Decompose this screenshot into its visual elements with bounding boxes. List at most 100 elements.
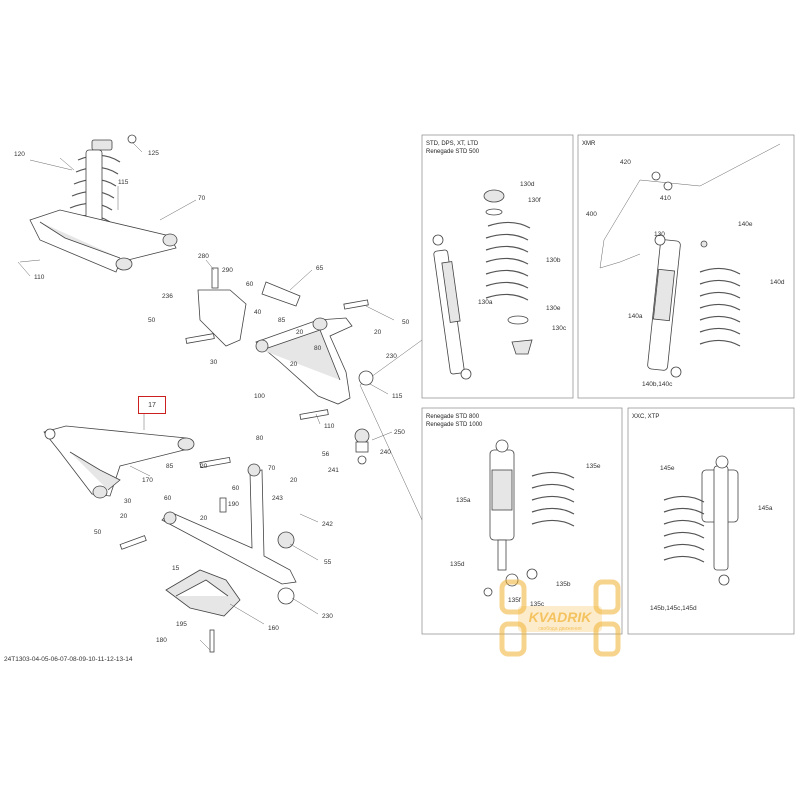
box-title-xxc: XXC, XTP — [632, 414, 659, 420]
part-label: 50 — [402, 319, 410, 326]
part-label: 50 — [94, 529, 102, 536]
part-label: 60 — [164, 495, 172, 502]
part-label: 70 — [198, 195, 206, 202]
part-label: 130 — [654, 231, 665, 238]
part-label: 135e — [586, 463, 601, 470]
part-label: 145a — [758, 505, 773, 512]
part-label: 130f — [528, 197, 541, 204]
part-label: 65 — [316, 265, 324, 272]
part-label: 230 — [322, 613, 333, 620]
part-label: 20 — [374, 329, 382, 336]
xmr-part-labels: 420 410 400 140e 130 140d 140a 140b,140c — [586, 159, 785, 388]
std-shock-parts — [432, 189, 533, 380]
part-label: 40 — [254, 309, 262, 316]
diagram-reference-code: 24T1303-04-05-06-07-08-09-10-11-12-13-14 — [4, 656, 133, 663]
part-label: 145b,145c,145d — [650, 605, 697, 612]
part-label: 20 — [200, 463, 208, 470]
part-label: 410 — [660, 195, 671, 202]
part-label: 400 — [586, 211, 597, 218]
part-label: 160 — [268, 625, 279, 632]
part-label: 110 — [34, 274, 45, 281]
renegade-part-labels: 135e 135a 135d 135b 135f 135c — [450, 463, 601, 608]
part-label: 60 — [232, 485, 240, 492]
part-label: 145e — [660, 465, 675, 472]
label-leaders — [17, 141, 395, 651]
watermark-name: KVADRIK — [529, 609, 593, 625]
highlighted-part-number: 17 — [148, 401, 156, 409]
part-label: 30 — [124, 498, 132, 505]
box-title-std-2: Renegade STD 500 — [426, 149, 480, 155]
xxc-shock-parts — [663, 455, 739, 586]
part-label: 20 — [120, 513, 128, 520]
part-label: 70 — [268, 465, 276, 472]
part-label: 130d — [520, 181, 535, 188]
upper-a-arm-assembly — [185, 267, 374, 465]
part-label: 135d — [450, 561, 465, 568]
part-label: 20 — [200, 515, 208, 522]
part-label: 130e — [546, 305, 561, 312]
lower-a-arm-assembly — [43, 425, 297, 653]
part-label: 125 — [148, 150, 159, 157]
part-label: 30 — [210, 359, 218, 366]
part-label: 241 — [328, 467, 339, 474]
part-label: 110 — [324, 423, 335, 430]
part-label: 290 — [222, 267, 233, 274]
highlighted-part-callout: 17 — [138, 396, 166, 414]
part-label: 135a — [456, 497, 471, 504]
part-label: 80 — [314, 345, 322, 352]
part-label: 140e — [738, 221, 753, 228]
part-label: 236 — [162, 293, 173, 300]
part-label: 140d — [770, 279, 785, 286]
xmr-shock-parts — [599, 143, 781, 378]
variant-box-std — [421, 134, 574, 399]
part-label: 100 — [254, 393, 265, 400]
part-label: 280 — [198, 253, 209, 260]
part-label: 130a — [478, 299, 493, 306]
part-label: 85 — [278, 317, 286, 324]
part-label: 135b — [556, 581, 571, 588]
box-title-renegade-2: Renegade STD 1000 — [426, 422, 483, 428]
part-label: 120 — [14, 151, 25, 158]
part-label: 56 — [322, 451, 330, 458]
part-label: 250 — [394, 429, 405, 436]
renegade-shock-parts — [483, 439, 575, 597]
part-label: 60 — [246, 281, 254, 288]
kvadrik-watermark-logo: KVADRIK свобода движения — [499, 579, 621, 657]
part-label: 130c — [552, 325, 567, 332]
box-title-renegade-1: Renegade STD 800 — [426, 414, 480, 420]
part-label: 55 — [324, 559, 332, 566]
part-label: 50 — [148, 317, 156, 324]
rear-shock-assembly — [19, 134, 178, 273]
part-label: 242 — [322, 521, 333, 528]
part-label: 135f — [508, 597, 521, 604]
part-label: 230 — [386, 353, 397, 360]
part-label: 115 — [392, 393, 403, 400]
variant-box-xxc — [627, 407, 795, 635]
std-part-labels: 130d 130f 130b 130a 130e 130c — [478, 181, 567, 332]
part-label: 130b — [546, 257, 561, 264]
part-label: 85 — [166, 463, 174, 470]
main-part-labels: 120 125 115 70 110 280 290 65 236 60 40 … — [14, 150, 410, 644]
part-label: 190 — [228, 501, 239, 508]
xxc-part-labels: 145e 145a 145b,145c,145d — [650, 465, 773, 612]
part-label: 243 — [272, 495, 283, 502]
part-label: 20 — [290, 361, 298, 368]
part-label: 15 — [172, 565, 180, 572]
part-label: 80 — [256, 435, 264, 442]
part-label: 140b,140c — [642, 381, 673, 388]
part-label: 195 — [176, 621, 187, 628]
part-label: 170 — [142, 477, 153, 484]
box-title-xmr: XMR — [582, 141, 596, 147]
part-label: 420 — [620, 159, 631, 166]
part-label: 180 — [156, 637, 167, 644]
box-leader-renegade — [359, 384, 423, 521]
watermark-subtitle: свобода движения — [538, 626, 582, 632]
part-label: 140a — [628, 313, 643, 320]
part-label: 20 — [290, 477, 298, 484]
part-label: 240 — [380, 449, 391, 456]
box-title-std-1: STD, DPS, XT, LTD — [426, 141, 479, 147]
part-label: 135c — [530, 601, 545, 608]
part-label: 20 — [296, 329, 304, 336]
part-label: 115 — [118, 179, 129, 186]
